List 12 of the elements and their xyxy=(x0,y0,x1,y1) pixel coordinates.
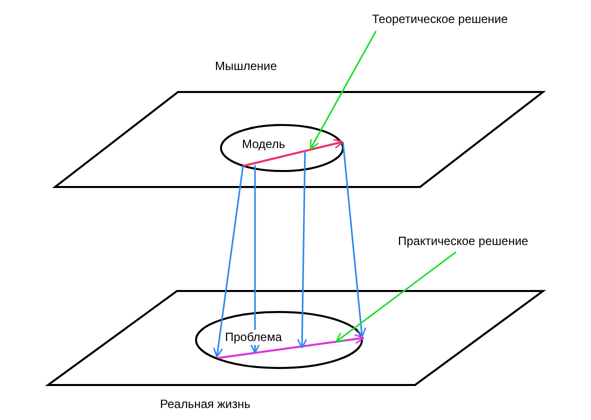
node-label: Модель xyxy=(242,137,286,152)
callout-text: Практическое решение xyxy=(398,234,528,249)
arrow xyxy=(310,30,377,150)
arrow xyxy=(250,165,260,354)
arrow xyxy=(296,150,308,349)
plane-heading: Мышление xyxy=(215,59,277,74)
arrow xyxy=(336,251,456,342)
arrow xyxy=(212,166,244,358)
plane-heading: Реальная жизнь xyxy=(160,397,250,412)
arrow xyxy=(342,142,366,338)
callout-text: Теоретическое решение xyxy=(372,12,508,27)
node-label: Проблема xyxy=(225,330,282,345)
